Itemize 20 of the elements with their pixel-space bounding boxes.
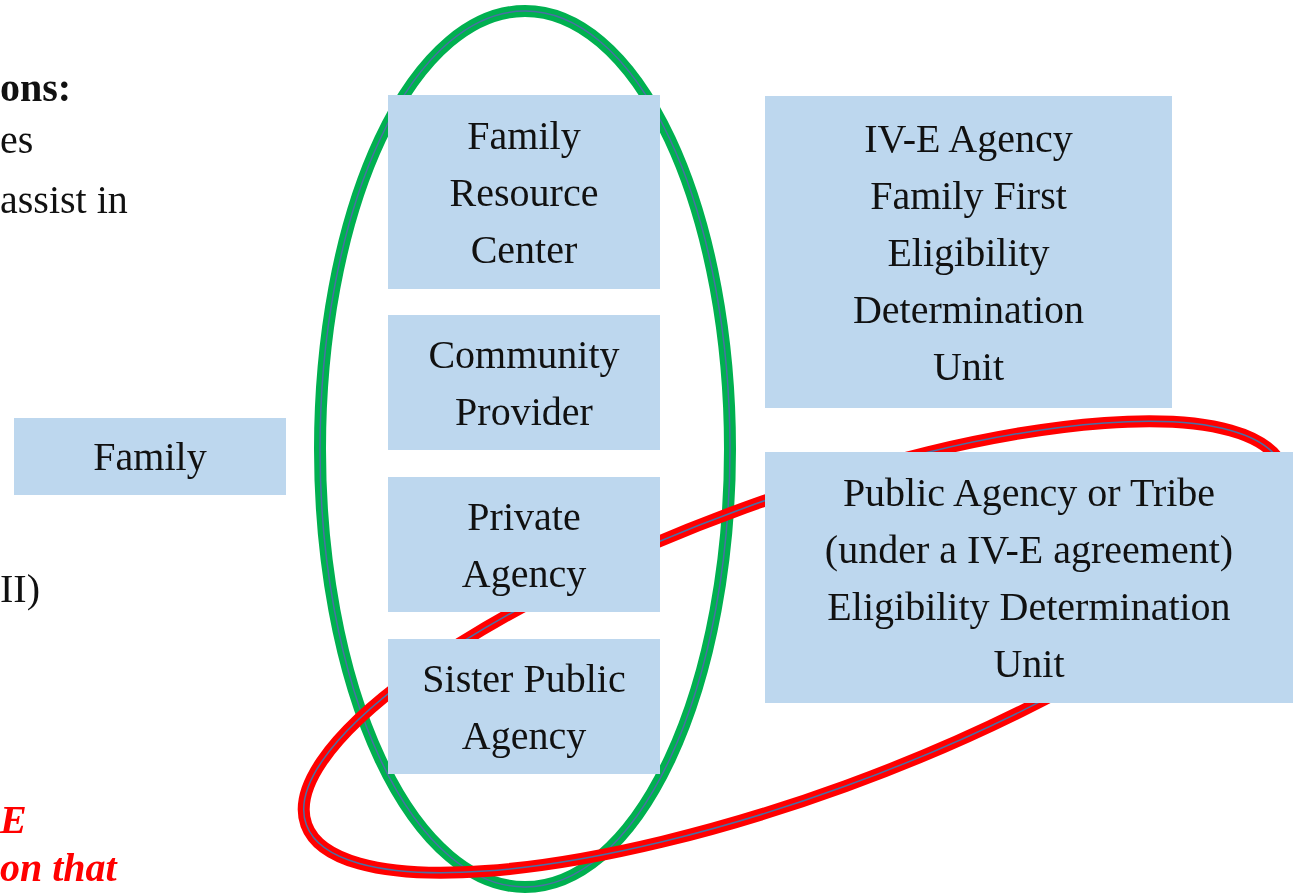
partial-slide-text: on that [0, 844, 117, 892]
label-box [14, 418, 286, 495]
partial-slide-text: es [0, 116, 34, 164]
partial-slide-text: assist in [0, 176, 128, 224]
partial-slide-text: ons: [0, 64, 72, 112]
box-text: Family [93, 434, 207, 479]
label-box [765, 96, 1172, 408]
box-text: Family Resource Center [449, 112, 599, 272]
box-text: Community Provider [428, 331, 620, 434]
box-text: Sister Public Agency [422, 655, 626, 758]
label-box [388, 315, 660, 450]
partial-slide-text: E [0, 796, 27, 844]
label-box [765, 452, 1293, 703]
label-box [388, 477, 660, 612]
label-box [388, 95, 660, 289]
label-box [388, 639, 660, 774]
box-text: Public Agency or Tribe (under a IV-E agreement) Eligibility Determination Unit [824, 469, 1234, 686]
box-text: IV-E Agency Family First Eligibility Determination Unit [852, 115, 1084, 389]
partial-slide-text: II) [0, 565, 40, 613]
box-text: Private Agency [461, 493, 587, 596]
